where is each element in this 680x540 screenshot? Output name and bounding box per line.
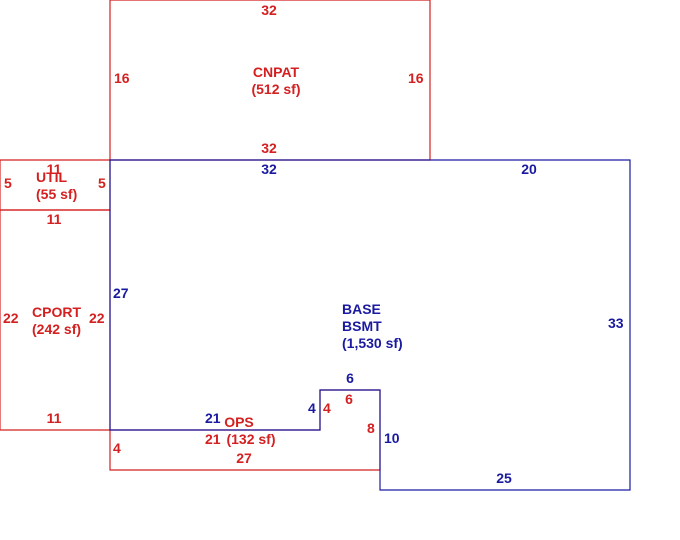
dim-ops-notch-top: 6 bbox=[345, 391, 353, 407]
cport-area: (242 sf) bbox=[32, 321, 81, 337]
dim-base-notch-right: 10 bbox=[384, 430, 400, 446]
dim-cnpat-top: 32 bbox=[261, 2, 277, 18]
dim-cnpat-left: 16 bbox=[114, 70, 130, 86]
dim-cport-bottom: 11 bbox=[47, 410, 62, 426]
dim-base-right: 33 bbox=[608, 315, 624, 331]
base-name-2: BSMT bbox=[342, 318, 382, 334]
dim-ops-left: 4 bbox=[113, 440, 121, 456]
cnpat-name: CNPAT bbox=[253, 64, 300, 80]
util-area: (55 sf) bbox=[36, 186, 77, 202]
dim-base-notch-left: 4 bbox=[308, 400, 316, 416]
dim-base-bottom-left: 21 bbox=[205, 410, 221, 426]
dim-cnpat-bottom: 32 bbox=[261, 140, 277, 156]
base-name: BASE bbox=[342, 301, 381, 317]
cport-name: CPORT bbox=[32, 304, 81, 320]
dim-ops-top: 21 bbox=[205, 431, 221, 447]
dim-util-left: 5 bbox=[4, 175, 12, 191]
dim-base-top-left: 32 bbox=[261, 161, 277, 177]
dim-util-right: 5 bbox=[98, 175, 106, 191]
dim-cnpat-right: 16 bbox=[408, 70, 424, 86]
dim-util-top: 11 bbox=[47, 161, 62, 177]
cnpat-outline bbox=[109, 0, 431, 161]
base-outline bbox=[109, 159, 631, 491]
dim-util-bottom: 11 bbox=[47, 211, 62, 227]
dim-base-notch-top: 6 bbox=[346, 370, 354, 386]
ops-name: OPS bbox=[224, 414, 254, 430]
base-area: (1,530 sf) bbox=[342, 335, 403, 351]
dim-cport-left: 22 bbox=[3, 310, 19, 326]
dim-ops-notch-left: 4 bbox=[323, 400, 331, 416]
dim-ops-bottom: 27 bbox=[236, 450, 252, 466]
dim-ops-notch-right: 8 bbox=[367, 420, 375, 436]
ops-area: (132 sf) bbox=[226, 431, 275, 447]
util-name: UTIL bbox=[36, 169, 68, 185]
dim-base-bottom-right: 25 bbox=[496, 470, 512, 486]
dim-base-top-right: 20 bbox=[521, 161, 537, 177]
cnpat-area: (512 sf) bbox=[251, 81, 300, 97]
dim-base-left: 27 bbox=[113, 285, 129, 301]
dim-cport-right: 22 bbox=[89, 310, 105, 326]
